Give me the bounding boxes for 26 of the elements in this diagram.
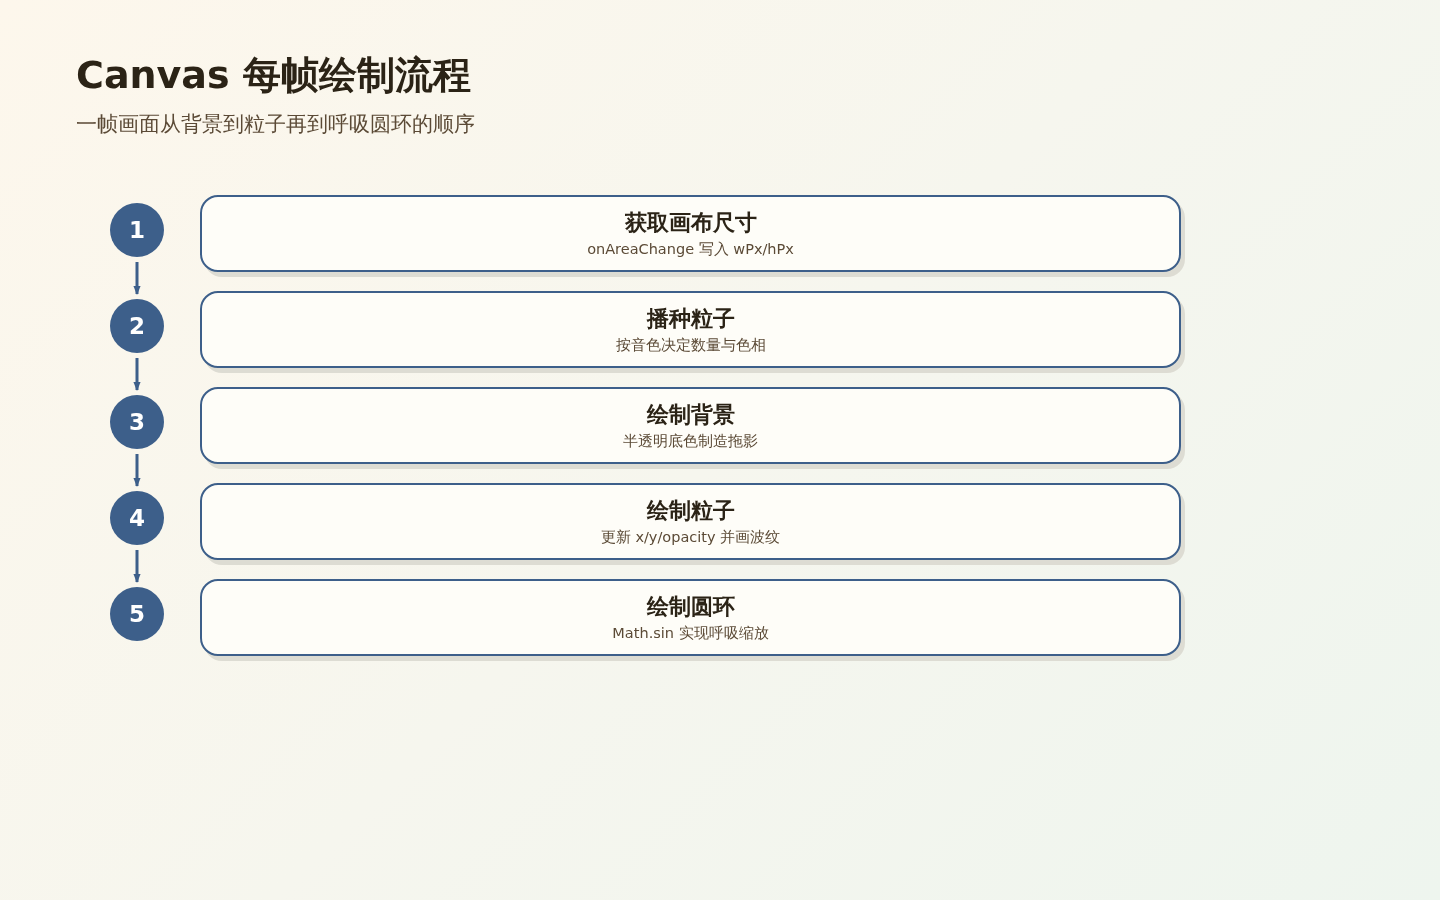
arrow [133,358,141,391]
step-number-circle [110,587,164,641]
subtitle: 一帧画面从背景到粒子再到呼吸圆环的顺序 [76,111,475,138]
arrow [133,262,141,295]
arrow [133,454,141,487]
step-description: 按音色决定数量与色相 [615,336,766,355]
step-description: 更新 x/y/opacity 并画波纹 [600,528,781,547]
step-title: 播种粒子 [646,305,735,333]
step-title: 绘制背景 [646,401,735,429]
step-number: 5 [129,600,145,628]
step-description: Math.sin 实现呼吸缩放 [612,624,769,643]
step-number-circle [110,491,164,545]
step-number-circle [110,395,164,449]
step-title: 获取画布尺寸 [624,209,757,237]
step-title: 绘制圆环 [646,593,735,621]
arrow [133,550,141,583]
step-number: 1 [129,216,145,244]
step-description: 半透明底色制造拖影 [623,432,758,451]
step-number-circle [110,299,164,353]
diagram-title: Canvas 每帧绘制流程 [76,52,471,99]
step-number-circle [110,203,164,257]
step-title: 绘制粒子 [646,497,735,525]
step-number: 4 [129,504,145,532]
step-number: 2 [129,312,145,340]
step-description: onAreaChange 写入 wPx/hPx [587,240,794,259]
step-number: 3 [129,408,145,436]
